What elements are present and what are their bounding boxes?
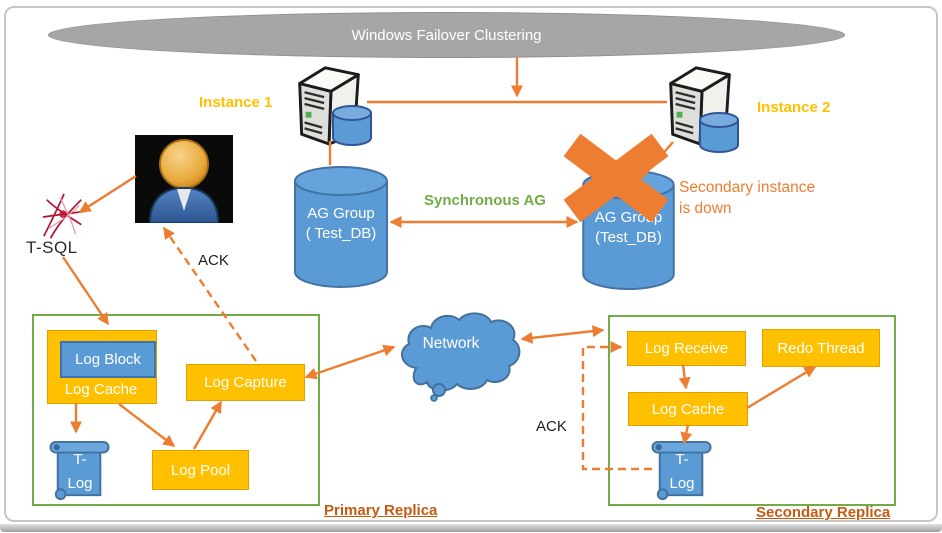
log-block-label: Log Block xyxy=(75,351,141,368)
bottom-frame-bar xyxy=(0,524,942,532)
ag-group-left-cylinder-icon xyxy=(294,166,388,288)
log-cache-secondary-label: Log Cache xyxy=(651,400,725,418)
log-capture-box: Log Capture xyxy=(186,364,305,401)
log-pool-box: Log Pool xyxy=(152,450,249,490)
tlog-primary-line2: Log xyxy=(67,475,93,492)
ack-right-label: ACK xyxy=(536,418,567,435)
ag-group-left-line2: ( Test_DB) xyxy=(305,225,377,242)
ag-group-right-line2: (Test_DB) xyxy=(595,229,662,246)
sql-server-logo-icon xyxy=(42,193,86,239)
log-cache-secondary-box: Log Cache xyxy=(628,392,748,426)
ag-group-right-line1: AG Group xyxy=(594,209,663,226)
cluster-title: Windows Failover Clustering xyxy=(351,26,542,44)
tlog-secondary-line2: Log xyxy=(669,475,695,492)
instance2-label: Instance 2 xyxy=(757,99,831,116)
tsql-label: T-SQL xyxy=(26,238,78,257)
user-icon xyxy=(135,135,233,223)
server2-database-icon xyxy=(699,112,739,153)
log-receive-label: Log Receive xyxy=(644,340,729,357)
secondary-down-label: Secondary instance is down xyxy=(679,177,815,219)
primary-replica-label: Primary Replica xyxy=(324,502,438,519)
log-block-box: Log Block xyxy=(60,341,156,378)
log-capture-label: Log Capture xyxy=(204,374,287,391)
ag-group-left-label: AG Group ( Test_DB) xyxy=(294,204,388,244)
network-label: Network xyxy=(422,335,480,352)
tlog-secondary-label: T- Log xyxy=(658,448,706,496)
redo-thread-label: Redo Thread xyxy=(777,339,865,357)
instance1-label: Instance 1 xyxy=(199,94,273,111)
tlog-primary-label: T- Log xyxy=(56,448,104,496)
tlog-scroll-primary-icon xyxy=(49,440,110,501)
log-cache-primary-label: Log Cache xyxy=(64,381,138,398)
log-receive-box: Log Receive xyxy=(627,331,746,366)
network-cloud-icon xyxy=(400,312,521,402)
ag-group-right-label: AG Group (Test_DB) xyxy=(581,208,676,248)
cluster-ellipse: Windows Failover Clustering xyxy=(48,12,845,58)
tlog-scroll-secondary-icon xyxy=(651,440,712,501)
tlog-primary-line1: T- xyxy=(73,451,87,468)
server1-database-icon xyxy=(332,105,372,146)
ack-left-label: ACK xyxy=(198,252,229,269)
secondary-down-line1: Secondary instance xyxy=(679,179,816,196)
tlog-secondary-line1: T- xyxy=(675,451,689,468)
secondary-replica-label: Secondary Replica xyxy=(756,504,891,521)
redo-thread-box: Redo Thread xyxy=(762,329,880,367)
log-pool-label: Log Pool xyxy=(170,461,231,479)
ag-group-left-line1: AG Group xyxy=(307,205,375,222)
secondary-down-line2: is down xyxy=(679,200,732,217)
synchronous-ag-label: Synchronous AG xyxy=(424,192,546,209)
outer-frame xyxy=(4,6,938,522)
